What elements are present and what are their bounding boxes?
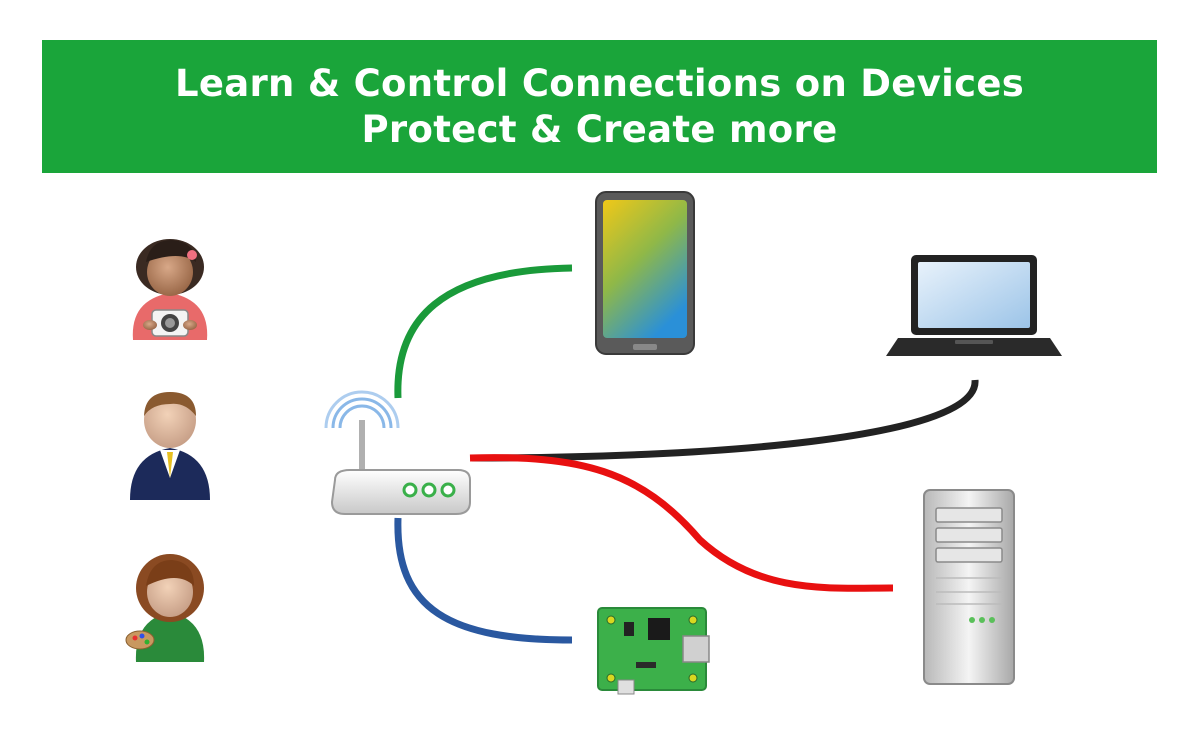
- businessman-avatar-icon: [130, 392, 210, 500]
- server-tower-icon: [923, 489, 1015, 685]
- link-router-laptop: [471, 379, 979, 462]
- circuit-board-icon: [597, 607, 710, 695]
- banner-title: Learn & Control Connections on Devices: [174, 61, 1025, 105]
- link-router-smartphone: [394, 264, 573, 399]
- smartphone-icon: [595, 191, 695, 355]
- link-router-board: [394, 517, 573, 644]
- banner: Learn & Control Connections on Devices P…: [42, 40, 1157, 173]
- banner-background: [42, 40, 1157, 173]
- banner-subtitle: Protect & Create more: [361, 107, 838, 151]
- link-router-server: [469, 454, 894, 592]
- photographer-avatar-icon: [132, 239, 208, 340]
- laptop-icon: [886, 255, 1062, 356]
- wifi-router-icon: [324, 390, 471, 515]
- artist-avatar-icon: [125, 554, 205, 662]
